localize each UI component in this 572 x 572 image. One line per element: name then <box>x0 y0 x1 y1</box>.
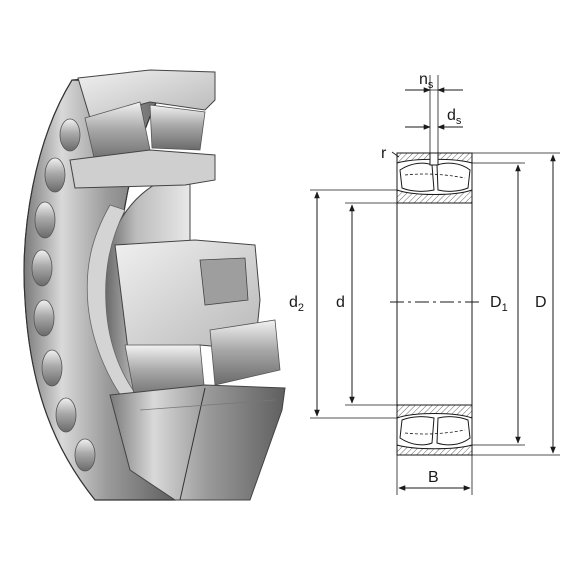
upper-section-inner <box>69 149 216 189</box>
label-D: D <box>535 294 547 311</box>
label-ns: ns <box>419 71 434 91</box>
bottom-rollers-section <box>399 416 471 446</box>
r-leader <box>391 151 400 158</box>
upper-rollers <box>84 101 206 163</box>
label-r: r <box>381 145 387 162</box>
lubrication-hole <box>429 152 439 166</box>
bottom-outer-ring-section <box>396 444 473 456</box>
label-D1: D1 <box>490 294 508 314</box>
top-rollers-section <box>399 162 471 192</box>
spherical-roller-bearing-cutaway-icon <box>23 69 286 501</box>
top-inner-ring-section <box>396 189 473 204</box>
label-B: B <box>428 469 439 486</box>
label-ds: ds <box>447 107 462 127</box>
dimension-labels: ns ds r d2 d D1 D B <box>289 71 547 486</box>
label-d2: d2 <box>289 294 304 314</box>
cage <box>199 257 249 306</box>
label-d: d <box>336 294 345 311</box>
lower-section-outer <box>109 384 286 501</box>
roller-row-left <box>31 118 96 472</box>
bottom-inner-ring-section <box>396 404 473 419</box>
cross-section-drawing <box>310 75 560 495</box>
